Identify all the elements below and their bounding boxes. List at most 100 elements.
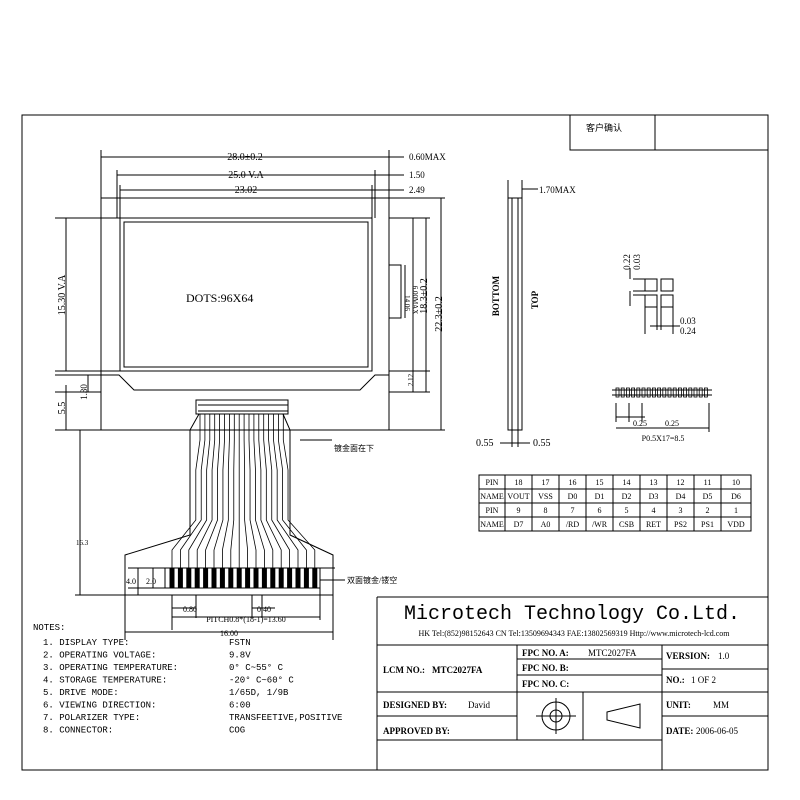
dim-dot-0-03-top: 0.03	[632, 254, 642, 270]
dim-va-width: 25.0 V.A	[228, 170, 264, 181]
fpc-pad	[177, 568, 183, 588]
fpc-pad	[219, 568, 225, 588]
fpc-pad	[203, 568, 209, 588]
dim-overall-width: 28.0±0.2	[227, 152, 263, 163]
pin-table-cell: 13	[650, 478, 658, 487]
notes-heading: NOTES:	[33, 623, 65, 633]
fpc-a-value: MTC2027FA	[588, 648, 637, 658]
note-label: 2. OPERATING VOLTAGE:	[43, 651, 156, 661]
pin-table-cell: 6	[598, 506, 602, 515]
lcm-no-label: LCM NO.:	[383, 665, 425, 675]
fpc-pad	[211, 568, 217, 588]
note-label: 4. STORAGE TEMPERATURE:	[43, 676, 167, 686]
pin-table-cell: 2	[706, 506, 710, 515]
note-label: 5. DRIVE MODE:	[43, 688, 119, 698]
dim-pin-pitch: P0.5X17=8.5	[642, 434, 685, 443]
fpc-pad	[253, 568, 259, 588]
unit-label: UNIT:	[666, 700, 691, 710]
dim-pin-0-25b: 0.25	[665, 419, 679, 428]
fpc-trace	[268, 414, 290, 568]
panel-outline	[100, 197, 390, 431]
pin-table-cell: PS1	[701, 520, 714, 529]
fpc-pad	[236, 568, 242, 588]
pin-detail-lead	[626, 387, 630, 398]
designed-by-label: DESIGNED BY:	[383, 700, 447, 710]
pin-table-cell: A0	[541, 520, 551, 529]
customer-confirm-label: 客户确认	[586, 122, 622, 133]
display-dots-label: DOTS:96X64	[186, 291, 253, 305]
fpc-trace	[205, 414, 220, 568]
fpc-trace	[171, 414, 201, 568]
sheet-no-value: 1 OF 2	[691, 675, 716, 685]
pin-table-cell: D1	[595, 492, 605, 501]
note-label: 6. VIEWING DIRECTION:	[43, 701, 156, 711]
fpc-pad	[261, 568, 267, 588]
fpc-pad	[228, 568, 234, 588]
driver-ic	[195, 399, 289, 415]
dim-fpc-w4: 4.0	[126, 577, 136, 586]
fpc-pad	[312, 568, 318, 588]
note-value: -20° C~60° C	[229, 676, 294, 686]
fpc-trace	[243, 414, 248, 568]
pin-table-cell: D4	[676, 492, 686, 501]
fpc-pad	[245, 568, 251, 588]
pin-detail-lead	[615, 387, 620, 398]
note-value: 9.8V	[229, 651, 251, 661]
version-value: 1.0	[718, 651, 730, 661]
dim-2-49: 2.49	[409, 185, 425, 195]
pin-detail-lead	[667, 387, 672, 398]
note-label: 8. CONNECTOR:	[43, 726, 113, 736]
pin-table-cell: VOUT	[507, 492, 529, 501]
pin-table-cell: 4	[652, 506, 656, 515]
pin-table-cell: /RD	[566, 520, 580, 529]
dim-aa-width: 23.02	[235, 185, 258, 196]
pin-detail-lead	[641, 387, 646, 398]
dim-pad-0-80: 0.80	[183, 605, 197, 614]
pin-detail-lead	[693, 387, 698, 398]
dim-height-18: 18.3±0.2	[419, 278, 430, 314]
pin-table-cell: D2	[622, 492, 632, 501]
dim-dot-0-03: 0.03	[680, 316, 696, 326]
fpc-b-label: FPC NO. B:	[522, 663, 569, 673]
pin-table-cell: 14	[623, 478, 631, 487]
note-value: FSTN	[229, 638, 251, 648]
pin-table-cell: 15	[596, 478, 604, 487]
fpc-trace	[230, 414, 235, 568]
dim-aa-height: 14.06	[403, 295, 411, 311]
pin-table-cell: 3	[679, 506, 683, 515]
dim-thickness-max: 0.60MAX	[409, 152, 446, 162]
dim-side-0-55-left: 0.55	[476, 438, 494, 449]
lcm-no-value: MTC2027FA	[432, 665, 483, 675]
pin-detail-lead	[672, 387, 677, 398]
pin-table-cell: VSS	[538, 492, 553, 501]
pin-detail-lead	[620, 387, 625, 398]
fpc-pad	[295, 568, 301, 588]
dim-side-thickness: 1.70MAX	[539, 185, 576, 195]
designed-by-value: David	[468, 700, 490, 710]
dim-fpc-w2: 2.0	[146, 577, 156, 586]
pin-detail-lead	[662, 387, 667, 398]
dim-dot-0-24: 0.24	[680, 326, 696, 336]
pin-detail-lead	[704, 387, 708, 398]
fpc-pad	[194, 568, 200, 588]
pin-table-cell: 9	[517, 506, 521, 515]
pin-detail-lead	[678, 387, 682, 398]
pin-detail-lead	[636, 387, 641, 398]
pin-table-cell: 10	[732, 478, 740, 487]
pin-table-cell: D5	[703, 492, 713, 501]
fpc-trace	[263, 414, 282, 568]
fpc-pad	[186, 568, 192, 588]
dim-pin-0-25a: 0.25	[633, 419, 647, 428]
active-area-outer	[119, 217, 373, 372]
pin-table-cell: VDD	[727, 520, 745, 529]
dim-5-5: 5.5	[57, 402, 68, 415]
fpc-pad	[270, 568, 276, 588]
pin-table-cell: 18	[515, 478, 523, 487]
company-contact: HK Tel:(852)98152643 CN Tel:13509694343 …	[419, 629, 731, 638]
dim-1-50: 1.50	[409, 170, 425, 180]
pin-table-cell: CSB	[619, 520, 634, 529]
pin-table-cell: RET	[646, 520, 661, 529]
